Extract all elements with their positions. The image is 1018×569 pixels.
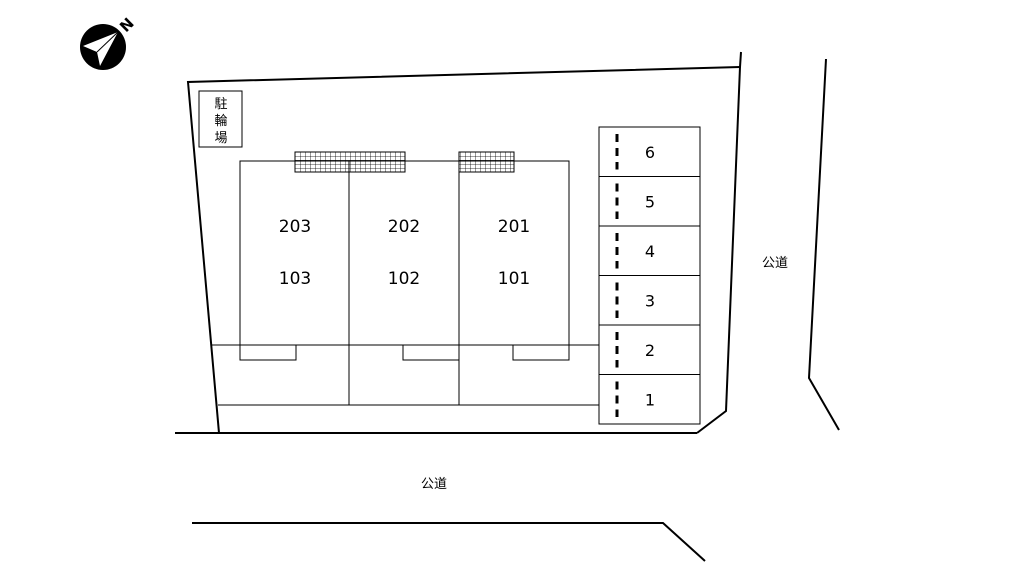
stairs-west [294,151,406,173]
parking-space-label: 3 [645,291,655,310]
unit-102: 102 [388,269,420,289]
unit-201: 201 [498,217,530,237]
parking-space-label: 1 [645,390,655,409]
parking-space-3: 3 [598,275,701,326]
road-edge-south [192,522,706,562]
lot-boundary [186,66,741,434]
balcony [512,344,570,361]
unit-203: 203 [279,217,311,237]
parking-space-label: 5 [645,192,655,211]
north-arrow-icon: N [80,14,138,70]
road-edge-east [807,58,840,431]
parking-space-label: 6 [645,143,655,162]
balcony [402,344,460,361]
bicycle-parking-char-1: 駐 [214,97,227,112]
parking-space-4: 4 [598,225,701,276]
parking-space-1: 1 [598,374,701,425]
bicycle-parking-char-2: 輪 [214,113,227,129]
unit-103: 103 [279,269,311,289]
unit-101: 101 [498,269,530,289]
bicycle-parking-char-3: 場 [214,131,227,146]
parking-space-6: 6 [598,126,701,177]
building [212,160,599,406]
balcony [239,344,297,361]
stairs-east [458,151,515,173]
parking-space-2: 2 [598,324,701,375]
unit-202: 202 [388,217,420,237]
road-label-east: 公道 [762,256,788,271]
road-label-south: 公道 [421,477,447,492]
bicycle-parking [198,90,243,148]
parking-space-label: 4 [645,242,655,261]
parking-space-5: 5 [598,176,701,227]
parking-area: 6 5 4 3 2 1 [598,126,701,425]
parking-space-label: 2 [645,341,655,360]
lot-boundary-east [696,51,742,434]
